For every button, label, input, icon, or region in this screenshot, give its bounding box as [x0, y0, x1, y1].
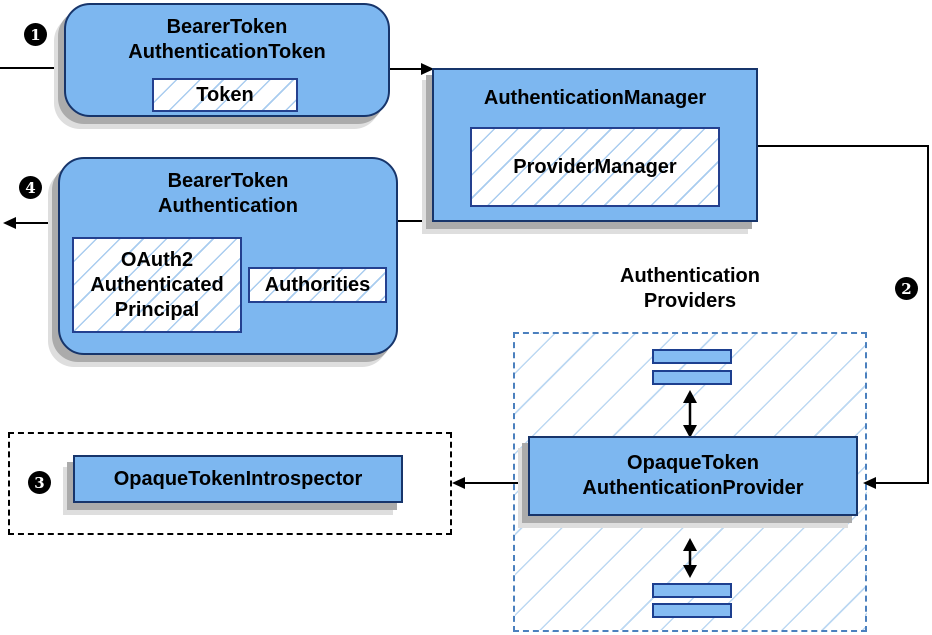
bearer-token-authentication-title: BearerToken Authentication: [158, 170, 298, 217]
arrowhead-step4-icon: [3, 217, 16, 229]
node-authorities: Authorities: [248, 267, 387, 303]
arrowhead-step3-icon: [452, 477, 465, 489]
node-bearer-token-authentication-token: BearerToken AuthenticationToken Token: [64, 3, 390, 117]
node-opaque-token-authentication-provider: OpaqueToken AuthenticationProvider: [528, 436, 858, 516]
badge-step-2: 2: [895, 277, 918, 300]
badge-step-4: 4: [19, 176, 42, 199]
authentication-providers-title: Authentication Providers: [620, 265, 760, 312]
node-bearer-token-authentication: BearerToken Authentication OAuth2 Authen…: [58, 157, 398, 355]
node-authentication-manager: AuthenticationManager ProviderManager: [432, 68, 758, 222]
node-provider-manager: ProviderManager: [470, 127, 720, 207]
provider-stack-rect: [652, 583, 732, 598]
node-oauth2-authenticated-principal: OAuth2 Authenticated Principal: [72, 237, 242, 333]
node-token: Token: [152, 78, 298, 112]
bearer-token-authentication-token-title: BearerToken AuthenticationToken: [128, 16, 326, 63]
provider-stack-rect: [652, 370, 732, 385]
authentication-manager-title: AuthenticationManager: [483, 87, 707, 109]
badge-step-1: 1: [24, 23, 47, 46]
provider-stack-rect: [652, 349, 732, 364]
badge-step-3: 3: [28, 471, 51, 494]
provider-stack-rect: [652, 603, 732, 618]
node-opaque-token-introspector: OpaqueTokenIntrospector: [73, 455, 403, 503]
